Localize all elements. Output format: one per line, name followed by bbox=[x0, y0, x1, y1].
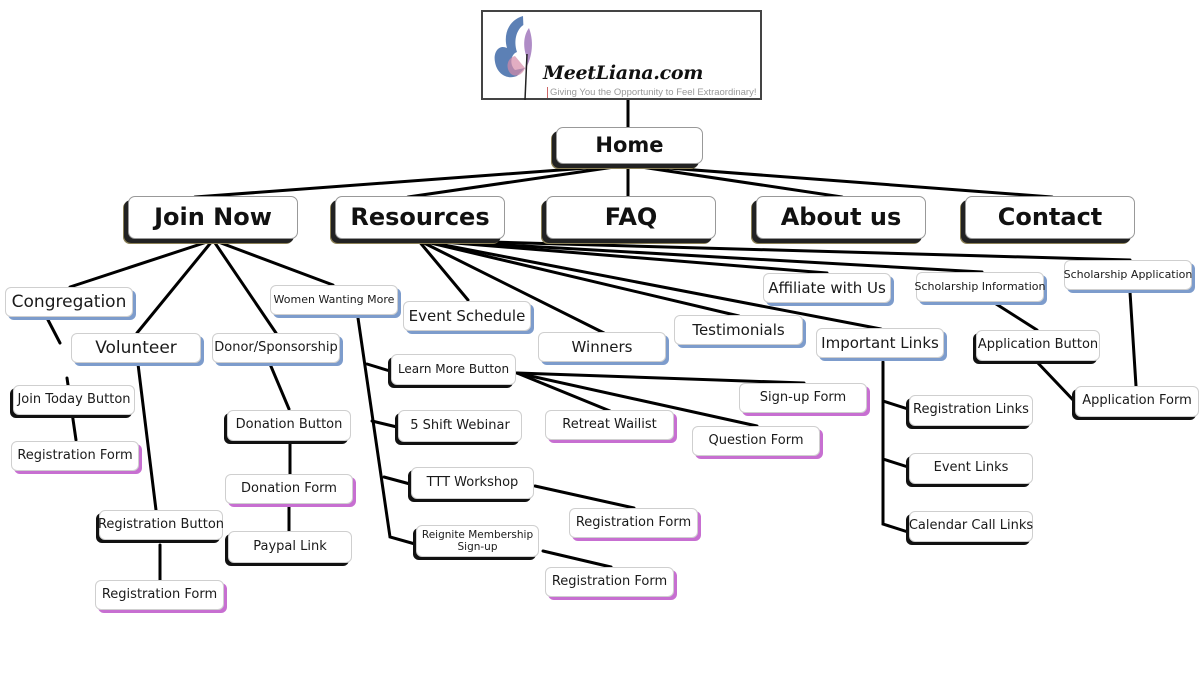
node-application-button[interactable]: Application Button bbox=[976, 330, 1100, 361]
node-reignite-membership[interactable]: Reignite Membership Sign-up bbox=[416, 525, 539, 557]
logo[interactable]: MeetLiana.com Giving You the Opportunity… bbox=[481, 10, 762, 100]
link-volunteer-regbutton bbox=[136, 362, 158, 512]
node-registration-links[interactable]: Registration Links bbox=[909, 395, 1033, 426]
node-home[interactable]: Home bbox=[556, 127, 703, 164]
link-learnmore-signup bbox=[515, 371, 806, 385]
link-women-learnmore bbox=[365, 362, 392, 373]
node-congregation-registration-form[interactable]: Registration Form bbox=[11, 441, 139, 471]
link-congregation-jointoday bbox=[45, 316, 62, 345]
node-women-wanting-more[interactable]: Women Wanting More bbox=[270, 285, 398, 315]
node-ttt-registration-form[interactable]: Registration Form bbox=[569, 508, 698, 538]
node-testimonials[interactable]: Testimonials bbox=[674, 315, 803, 345]
link-scholapp-appform bbox=[1128, 290, 1138, 388]
node-about-us[interactable]: About us bbox=[756, 196, 926, 239]
link-women-ttt bbox=[382, 475, 412, 486]
link-joinnow-women bbox=[211, 238, 335, 287]
node-resources[interactable]: Resources bbox=[335, 196, 505, 239]
node-event-schedule[interactable]: Event Schedule bbox=[403, 301, 531, 331]
link-reignite-form bbox=[541, 549, 613, 569]
link-important-eventlinks bbox=[881, 457, 910, 469]
link-appbutton-appform bbox=[1035, 360, 1077, 404]
link-home-contact bbox=[626, 163, 1054, 199]
link-important-spine bbox=[881, 360, 910, 534]
link-women-webinar bbox=[370, 419, 399, 429]
link-resources-affiliate bbox=[416, 238, 829, 275]
node-signup-form[interactable]: Sign-up Form bbox=[739, 383, 867, 413]
link-home-resources bbox=[406, 163, 630, 199]
node-application-form[interactable]: Application Form bbox=[1075, 386, 1199, 417]
node-retreat-wailist[interactable]: Retreat Wailist bbox=[545, 410, 674, 440]
node-join-now[interactable]: Join Now bbox=[128, 196, 298, 239]
link-joinnow-volunteer bbox=[135, 238, 215, 335]
node-donation-button[interactable]: Donation Button bbox=[227, 410, 351, 441]
node-calendar-call-links[interactable]: Calendar Call Links bbox=[909, 511, 1033, 542]
node-donor-sponsorship[interactable]: Donor/Sponsorship bbox=[212, 333, 340, 363]
node-faq[interactable]: FAQ bbox=[546, 196, 716, 239]
link-home-aboutus bbox=[626, 163, 844, 199]
node-affiliate-with-us[interactable]: Affiliate with Us bbox=[763, 273, 891, 303]
node-5-shift-webinar[interactable]: 5 Shift Webinar bbox=[398, 410, 522, 442]
node-scholarship-information[interactable]: Scholarship Information bbox=[915, 272, 1045, 302]
node-congregation[interactable]: Congregation bbox=[5, 287, 133, 317]
node-volunteer-registration-form[interactable]: Registration Form bbox=[95, 580, 224, 610]
link-donor-donationbutton bbox=[268, 362, 291, 411]
node-join-today-button[interactable]: Join Today Button bbox=[13, 385, 135, 415]
node-scholarship-application[interactable]: Scholarship Application bbox=[1064, 260, 1192, 290]
node-important-links[interactable]: Important Links bbox=[816, 328, 944, 358]
node-reignite-registration-form[interactable]: Registration Form bbox=[545, 567, 674, 597]
link-scholinfo-appbutton bbox=[991, 300, 1039, 332]
link-joinnow-congregation bbox=[68, 238, 215, 289]
node-winners[interactable]: Winners bbox=[538, 332, 666, 362]
node-learn-more-button[interactable]: Learn More Button bbox=[391, 354, 516, 385]
link-resources-event bbox=[416, 238, 470, 302]
link-important-reglinks bbox=[881, 399, 910, 411]
node-registration-button[interactable]: Registration Button bbox=[98, 510, 224, 540]
node-donation-form[interactable]: Donation Form bbox=[225, 474, 353, 504]
brand-name: MeetLiana.com bbox=[543, 62, 704, 84]
brand-tagline: Giving You the Opportunity to Feel Extra… bbox=[547, 87, 756, 98]
node-event-links[interactable]: Event Links bbox=[909, 453, 1033, 484]
link-resources-scholapp bbox=[416, 238, 1132, 262]
link-ttt-form bbox=[533, 484, 636, 510]
butterfly-icon bbox=[494, 16, 532, 100]
link-learnmore-wailist bbox=[515, 371, 612, 413]
link-home-joinnow bbox=[193, 163, 630, 199]
link-joinnow-donor bbox=[211, 238, 278, 335]
node-paypal-link[interactable]: Paypal Link bbox=[228, 531, 352, 563]
node-volunteer[interactable]: Volunteer bbox=[71, 333, 201, 363]
node-question-form[interactable]: Question Form bbox=[692, 426, 820, 456]
link-resources-scholinfo bbox=[416, 238, 984, 274]
node-contact[interactable]: Contact bbox=[965, 196, 1135, 239]
node-ttt-workshop[interactable]: TTT Workshop bbox=[411, 467, 534, 499]
